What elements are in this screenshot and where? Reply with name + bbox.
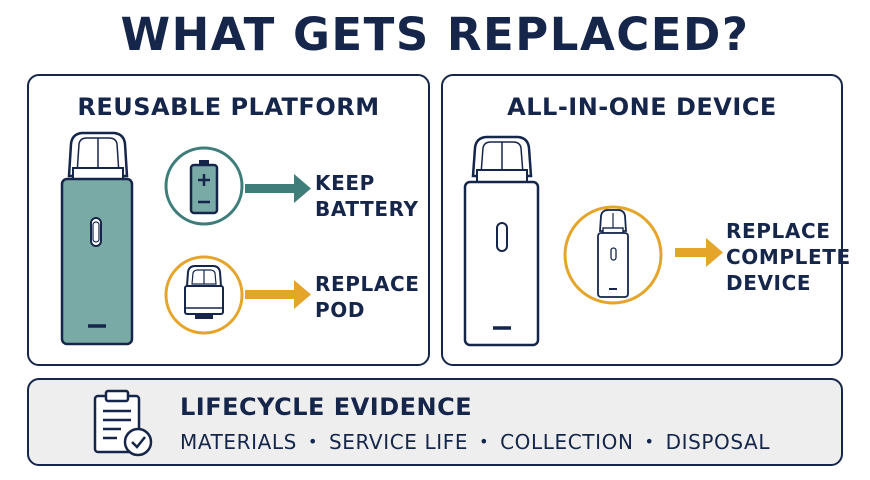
lifecycle-evidence-list: MATERIALS • SERVICE LIFE • COLLECTION • … xyxy=(180,429,770,455)
replace-device-arrow-icon xyxy=(675,238,723,267)
bullet-separator: • xyxy=(644,432,655,451)
replace-pod-label: REPLACE POD xyxy=(315,272,420,322)
bullet-separator: • xyxy=(307,432,318,451)
lifecycle-evidence-heading: LIFECYCLE EVIDENCE xyxy=(180,393,473,421)
lifecycle-item: SERVICE LIFE xyxy=(329,430,469,454)
all-in-one-panel: ALL-IN-ONE DEVICE REPLACE xyxy=(441,74,850,366)
reusable-device-icon xyxy=(60,131,134,346)
reusable-platform-heading: REUSABLE PLATFORM xyxy=(77,93,380,121)
clipboard-check-icon xyxy=(93,389,153,457)
lifecycle-evidence-panel: LIFECYCLE EVIDENCE MATERIALS • SERVICE L… xyxy=(27,378,843,466)
device-icon xyxy=(563,205,663,305)
all-in-one-illustration xyxy=(463,135,723,347)
replace-complete-device-label: REPLACE COMPLETE DEVICE xyxy=(726,219,851,295)
keep-arrow-icon xyxy=(245,174,311,203)
bullet-separator: • xyxy=(479,432,490,451)
replace-arrow-icon xyxy=(245,280,311,309)
lifecycle-item: MATERIALS xyxy=(180,430,297,454)
keep-battery-label: KEEP BATTERY xyxy=(315,171,419,221)
lifecycle-item: COLLECTION xyxy=(500,430,634,454)
battery-icon xyxy=(164,146,244,226)
pod-icon xyxy=(164,255,244,335)
lifecycle-item: DISPOSAL xyxy=(665,430,771,454)
page-title: WHAT GETS REPLACED? xyxy=(120,8,750,61)
reusable-platform-illustration xyxy=(60,131,311,346)
all-in-one-device-icon xyxy=(463,135,540,347)
reusable-platform-panel: REUSABLE PLATFORM xyxy=(27,74,430,366)
all-in-one-heading: ALL-IN-ONE DEVICE xyxy=(507,93,777,121)
